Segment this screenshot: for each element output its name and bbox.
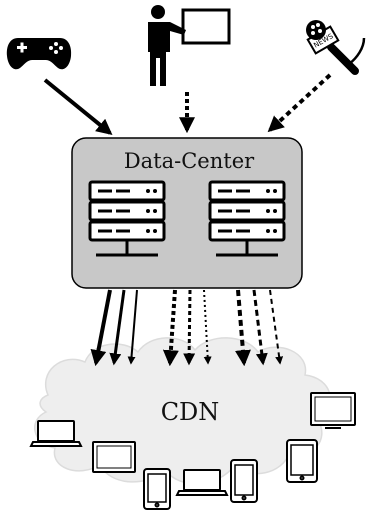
server-rack-icon	[208, 180, 286, 257]
distribution-arrow	[127, 289, 138, 365]
distribution-arrow	[90, 289, 112, 367]
news-microphone-icon: NEWS	[306, 20, 366, 75]
distribution-arrow	[234, 289, 251, 367]
ingest-arrow-gamepad	[43, 78, 113, 136]
ingest-arrow-news	[267, 73, 332, 133]
server-rack-icon	[88, 180, 166, 257]
data-center-box	[71, 137, 303, 289]
cdn-label: CDN	[161, 398, 220, 426]
client-devices	[29, 392, 356, 510]
distribution-arrow	[269, 289, 284, 365]
cdn-cloud: CDN	[34, 337, 331, 485]
laptop-icon	[29, 420, 83, 447]
distribution-arrows	[90, 289, 284, 367]
monitor-icon	[92, 441, 136, 473]
tablet-icon	[230, 459, 258, 503]
gamepad-icon	[6, 38, 72, 70]
distribution-arrow	[252, 289, 268, 366]
monitor-icon	[310, 392, 356, 429]
distribution-arrow	[183, 289, 196, 366]
presenter-icon	[148, 5, 231, 86]
data-center-label: Data-Center	[124, 149, 255, 173]
tablet-icon	[143, 468, 171, 510]
ingest-arrows	[43, 73, 332, 136]
laptop-icon	[175, 469, 229, 496]
distribution-arrow	[162, 289, 179, 367]
data-center: Data-Center	[71, 137, 303, 289]
distribution-arrow	[203, 289, 212, 365]
tablet-icon	[286, 439, 318, 483]
distribution-arrow	[109, 289, 126, 366]
